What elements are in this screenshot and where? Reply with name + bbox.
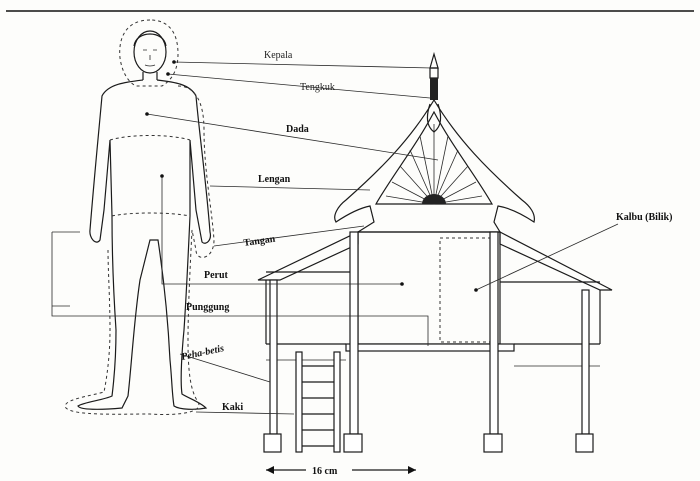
face	[143, 50, 157, 66]
finial-base	[430, 68, 438, 78]
label-kalbu: Kalbu (Bilik)	[616, 212, 672, 223]
gable-rays	[386, 124, 482, 204]
main-wall	[358, 232, 500, 344]
rumah-gadang-house	[258, 54, 612, 452]
chest-line	[110, 136, 190, 141]
leader-kaki	[196, 412, 294, 414]
post-foot-3	[484, 434, 502, 452]
leader-tengkuk	[168, 74, 430, 98]
scale-bar: 16 cm	[266, 466, 416, 477]
post-2	[350, 232, 358, 434]
gable-sun	[422, 194, 446, 204]
label-tangan: Tangan	[243, 234, 277, 249]
label-dada: Dada	[286, 124, 309, 135]
roof-finial	[430, 54, 438, 68]
roof-outer	[335, 100, 535, 232]
post-4	[582, 290, 589, 434]
scale-bracket	[52, 232, 80, 306]
post-1	[270, 280, 277, 434]
label-perut: Perut	[204, 270, 229, 281]
leader-lengan	[210, 186, 370, 190]
post-foot-2	[344, 434, 362, 452]
bilik-room	[440, 238, 498, 342]
hair	[134, 34, 166, 46]
label-tengkuk: Tengkuk	[300, 82, 335, 93]
label-lengan: Lengan	[258, 174, 291, 185]
label-peha-betis: Peha-betis	[180, 343, 225, 363]
right-eave	[500, 232, 612, 290]
floor-beam	[346, 344, 514, 351]
leader-perut	[162, 176, 402, 284]
label-punggung: Punggung	[186, 302, 229, 313]
post-3	[490, 232, 498, 434]
leader-punggung	[52, 306, 428, 346]
leader-tangan	[214, 226, 364, 246]
head-outline	[120, 20, 178, 86]
ladder	[296, 352, 340, 452]
post-foot-1	[264, 434, 281, 452]
leader-kepala	[174, 62, 432, 68]
label-kaki: Kaki	[222, 402, 243, 413]
scale-label: 16 cm	[312, 466, 338, 477]
waist-line	[112, 213, 190, 216]
finial-post	[430, 78, 438, 100]
post-foot-4	[576, 434, 593, 452]
label-kepala: Kepala	[264, 50, 293, 61]
